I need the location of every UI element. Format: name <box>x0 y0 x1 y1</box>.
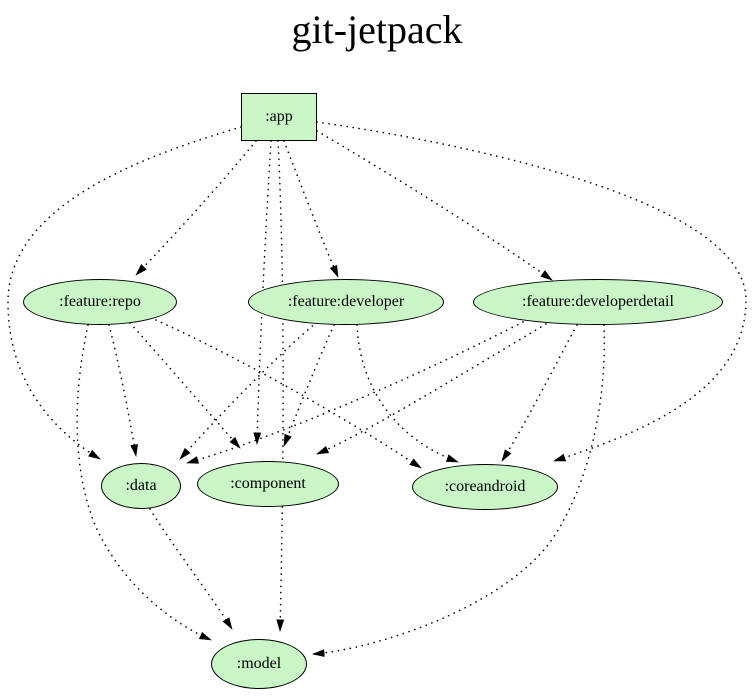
edge-data-model <box>149 508 233 630</box>
edge-feature_developerdetail-coreandroid <box>501 324 578 462</box>
edge-feature_developerdetail-model <box>312 324 606 658</box>
node-app: :app <box>241 93 317 141</box>
node-feature-developerdetail: :feature:developerdetail <box>473 279 723 325</box>
node-component: :component <box>197 461 339 507</box>
edge-app-component <box>253 140 272 445</box>
edge-app-feature_developer <box>283 140 339 278</box>
edge-app-feature_developerdetail <box>316 130 553 281</box>
edge-feature_developerdetail-data <box>186 321 524 464</box>
edge-feature_repo-coreandroid <box>155 319 422 469</box>
edge-feature_developer-component <box>283 324 335 447</box>
node-feature-repo: :feature:repo <box>23 279 177 325</box>
node-feature-developer: :feature:developer <box>248 279 444 325</box>
edge-feature_developer-data <box>179 321 318 460</box>
edge-app-model <box>276 140 285 632</box>
node-coreandroid: :coreandroid <box>412 464 558 510</box>
edge-feature_repo-component <box>129 322 241 449</box>
edge-feature_repo-data <box>108 324 138 457</box>
edge-app-coreandroid <box>316 121 747 462</box>
edge-feature_developer-coreandroid <box>356 324 459 463</box>
node-model: :model <box>211 639 307 689</box>
edge-feature_repo-model <box>76 324 212 641</box>
edge-feature_developerdetail-component <box>316 323 547 455</box>
graph-title: git-jetpack <box>291 7 463 52</box>
edge-app-feature_repo <box>135 140 257 276</box>
node-data: :data <box>101 463 181 509</box>
